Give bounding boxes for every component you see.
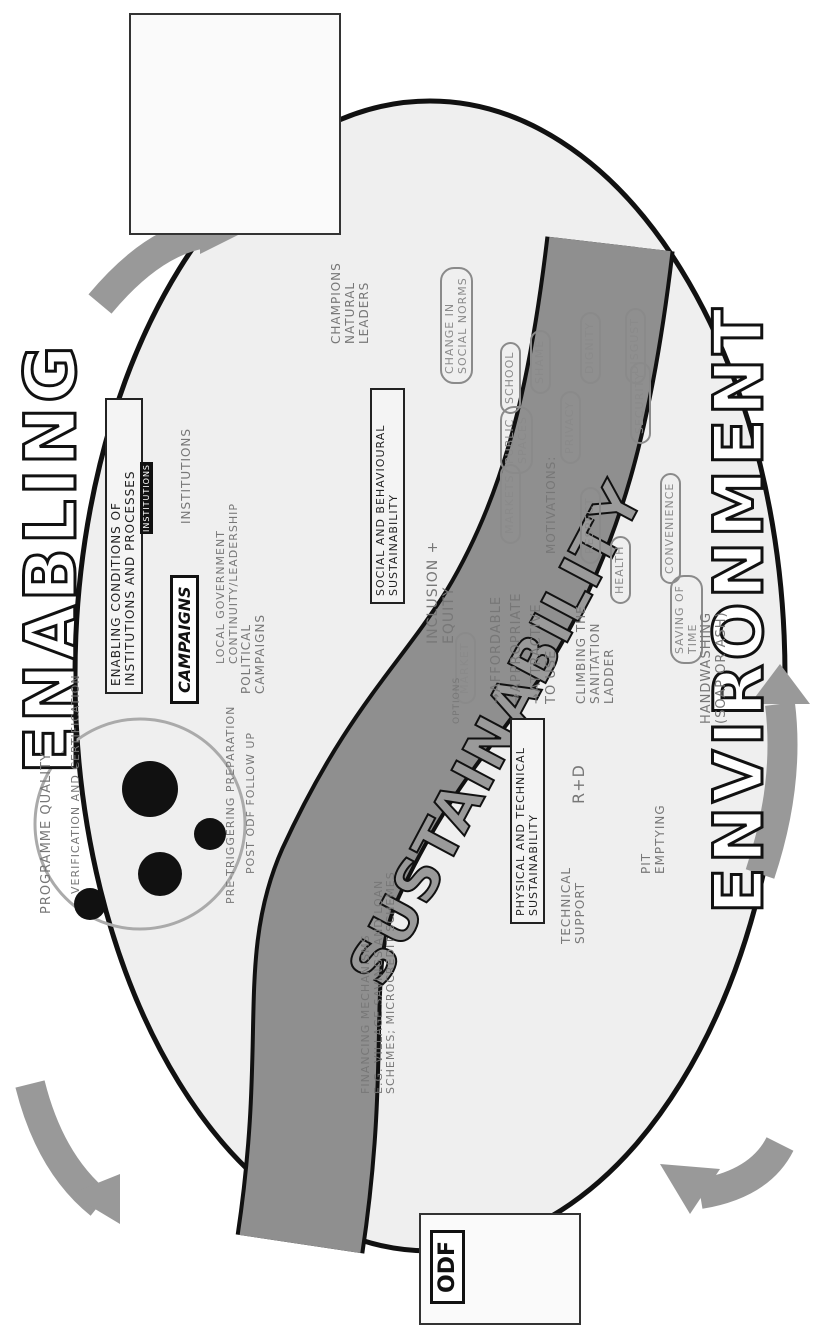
- social-header: SOCIAL AND BEHAVIOURAL SUSTAINABILITY: [370, 388, 406, 604]
- institutions-label: INSTITUTIONS: [179, 427, 193, 524]
- attractive-label: →ATTRACTIVE TO USE: [529, 603, 560, 704]
- affordable-label: →AFFORDABLE: [489, 595, 504, 704]
- handwashing-line-1: HANDWASHING: [699, 611, 714, 724]
- gear-icon: [122, 761, 178, 817]
- local-government-label: LOCAL GOVERNMENT CONTINUITY/LEADERSHIP: [214, 503, 240, 664]
- cycle-arrow-top-left: [697, 1136, 794, 1209]
- programme-quality-label: PROGRAMME QUALITY: [39, 752, 54, 914]
- pre-triggering-label: PRE-TRIGGERING PREPARATION: [224, 705, 237, 904]
- security-bubble: SECURITY: [630, 362, 651, 444]
- school-bubble: SCHOOL: [500, 341, 521, 414]
- political-line-1: POLITICAL: [239, 623, 253, 694]
- appropriate-label: →APPROPRIATE: [509, 592, 524, 704]
- inclusion-line-1: INCLUSION +: [425, 540, 441, 644]
- cycle-arrow-bottom-left: [15, 1080, 110, 1216]
- cycle-arrow-head-3: [70, 1174, 120, 1224]
- technical-support-label: TECHNICAL SUPPORT: [559, 866, 588, 944]
- programme-quality-circle: [33, 717, 247, 931]
- institutions-header: ENABLING CONDITIONS OF INSTITUTIONS AND …: [105, 398, 143, 694]
- climbing-line-3: LADDER: [601, 648, 616, 704]
- saving-time-line-1: SAVING OF: [673, 584, 686, 654]
- institutions-sign: INSTITUTIONS: [140, 461, 154, 534]
- markets-bubble: MARKETS: [500, 464, 521, 544]
- cycle-arrow-head-2: [750, 664, 810, 704]
- technical-line-1: TECHNICAL: [559, 866, 573, 944]
- political-line-2: CAMPAIGNS: [252, 613, 267, 694]
- verification-label: VERIFICATION AND CERTIFICATION: [69, 674, 82, 894]
- cycle-arrow-head-1: [660, 1164, 720, 1214]
- climbing-line-1: CLIMBING THE: [574, 605, 588, 704]
- social-norms-line-2: SOCIAL NORMS: [455, 277, 469, 374]
- inclusion-line-2: EQUITY: [441, 586, 458, 644]
- shame-bubble: SHAME: [530, 329, 551, 394]
- technical-line-2: SUPPORT: [572, 881, 587, 944]
- pit-line-2: EMPTYING: [652, 804, 667, 874]
- champions-label: CHAMPIONS NATURAL LEADERS: [329, 262, 371, 344]
- attractive-line-1: →ATTRACTIVE: [529, 603, 544, 704]
- gear-icon: [194, 818, 226, 850]
- local-government-line-1: LOCAL GOVERNMENT: [214, 530, 227, 664]
- political-campaigns-label: POLITICAL CAMPAIGNS: [239, 613, 268, 694]
- champions-line-3: LEADERS: [356, 281, 371, 344]
- health-bubble: HEALTH: [610, 535, 631, 604]
- post-odf-label: POST ODF FOLLOW UP: [244, 731, 257, 874]
- inclusion-label: INCLUSION + EQUITY: [425, 541, 457, 644]
- pit-emptying-label: PIT EMPTYING: [639, 804, 668, 874]
- saving-time-line-2: TIME: [685, 623, 699, 654]
- attractive-line-2: TO USE: [543, 649, 559, 704]
- motivations-label: MOTIVATIONS:: [544, 455, 558, 554]
- privacy-bubble: PRIVACY: [560, 391, 581, 464]
- champions-line-1: CHAMPIONS: [329, 262, 343, 344]
- village-people-sketch: [129, 13, 341, 235]
- cycle-arrow-top-right: [745, 702, 798, 879]
- climbing-label: CLIMBING THE SANITATION LADDER: [574, 605, 616, 704]
- gear-icon: [138, 852, 182, 896]
- respect-bubble: RESPECT: [580, 487, 601, 564]
- gear-icon: [74, 888, 106, 920]
- dignity-bubble: DIGNITY: [580, 311, 601, 384]
- rd-label: R+D: [569, 764, 588, 804]
- handwashing-line-2: (SOAP OR ASH): [713, 611, 729, 724]
- cycle-arrow-bottom-right: [88, 219, 204, 314]
- campaigns-sign: CAMPAIGNS: [170, 575, 199, 704]
- champions-line-2: NATURAL: [342, 281, 357, 344]
- physical-header: PHYSICAL AND TECHNICAL SUSTAINABILITY: [510, 718, 546, 924]
- social-norms-line-1: CHANGE IN: [443, 302, 456, 374]
- public-spaces-line-1: PUBLIC: [503, 418, 516, 464]
- public-spaces-line-2: SPACES: [515, 416, 529, 464]
- financing-line-3: SCHEMES; MICROCREDIT SCHEMES: [384, 871, 398, 1094]
- financing-line-1: FINANCING MECHANISMS: [359, 934, 372, 1094]
- social-norms-bubble: CHANGE IN SOCIAL NORMS: [440, 267, 474, 384]
- pit-line-1: PIT: [639, 852, 653, 874]
- financing-label: FINANCING MECHANISMS E.G. VILLAGE SAVING…: [359, 871, 398, 1094]
- environment-title: ENVIRONMENT: [699, 303, 781, 916]
- odf-sign: ODF: [430, 1230, 465, 1304]
- options-label: OPTIONS: [452, 676, 462, 724]
- convenience-bubble: CONVENIENCE: [660, 472, 681, 584]
- public-spaces-bubble: PUBLIC SPACES: [500, 406, 534, 474]
- climbing-line-2: SANITATION: [587, 622, 602, 704]
- handwashing-label: HANDWASHING (SOAP OR ASH): [699, 611, 730, 724]
